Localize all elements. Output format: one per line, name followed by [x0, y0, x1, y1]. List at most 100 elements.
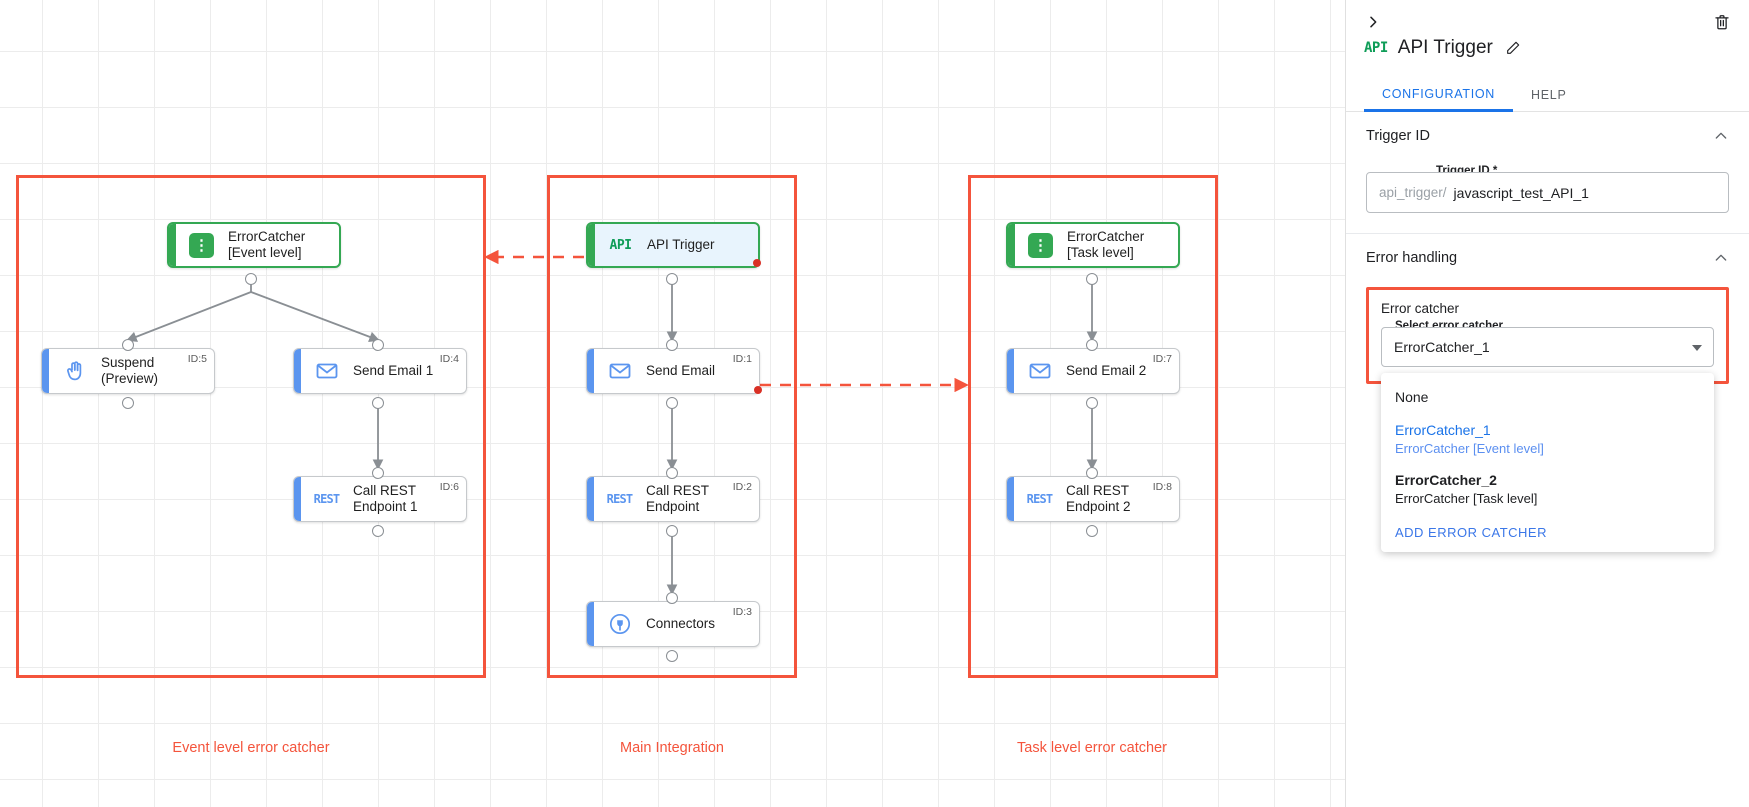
node-id-tag: ID:3	[732, 606, 752, 618]
node-port-in[interactable]	[666, 339, 678, 351]
node-port-out[interactable]	[666, 273, 678, 285]
section-trigger-id-header[interactable]: Trigger ID	[1366, 112, 1729, 160]
node-accent-bar	[588, 224, 595, 266]
section-trigger-id: Trigger ID Trigger ID * api_trigger/ jav…	[1346, 112, 1749, 234]
node-label: Call REST Endpoint	[646, 483, 710, 514]
node-accent-bar	[1008, 224, 1015, 266]
node-accent-bar	[1007, 477, 1014, 521]
trigger-id-value: javascript_test_API_1	[1453, 184, 1589, 201]
node-accent-bar	[587, 602, 594, 646]
node-errorcatcher-event-level[interactable]: ⋮ ErrorCatcher [Event level]	[167, 222, 341, 268]
tab-configuration[interactable]: CONFIGURATION	[1364, 78, 1514, 112]
error-catcher-icon: ⋮	[1027, 232, 1054, 259]
node-label: Call REST Endpoint 2	[1066, 483, 1131, 514]
trigger-id-prefix: api_trigger/	[1379, 185, 1447, 200]
trigger-id-input[interactable]: api_trigger/ javascript_test_API_1	[1366, 172, 1729, 213]
node-send-email-1[interactable]: Send Email 1 ID:4	[293, 348, 467, 394]
node-send-email-2[interactable]: Send Email 2 ID:7	[1006, 348, 1180, 394]
node-port-out[interactable]	[1086, 397, 1098, 409]
node-id-tag: ID:1	[732, 353, 752, 365]
node-id-tag: ID:5	[187, 353, 207, 365]
pencil-icon[interactable]	[1503, 38, 1523, 58]
rest-icon: REST	[313, 492, 340, 506]
node-port-in[interactable]	[372, 339, 384, 351]
node-accent-bar	[42, 349, 49, 393]
node-call-rest-endpoint-2[interactable]: REST Call REST Endpoint 2 ID:8	[1006, 476, 1180, 522]
node-accent-bar	[294, 349, 301, 393]
node-port-out[interactable]	[245, 273, 257, 285]
envelope-icon	[606, 358, 633, 385]
group-frame-main-integration	[547, 175, 797, 678]
rest-icon: REST	[1026, 492, 1053, 506]
node-id-tag: ID:2	[732, 481, 752, 493]
node-port-out[interactable]	[666, 525, 678, 537]
node-label: Call REST Endpoint 1	[353, 483, 418, 514]
trigger-id-field-wrap: Trigger ID * api_trigger/ javascript_tes…	[1366, 165, 1729, 213]
section-error-handling-header[interactable]: Error handling	[1366, 234, 1729, 282]
node-errorcatcher-task-level[interactable]: ⋮ ErrorCatcher [Task level]	[1006, 222, 1180, 268]
node-port-out[interactable]	[1086, 525, 1098, 537]
error-catcher-dropdown-menu: None ErrorCatcher_1 ErrorCatcher [Event …	[1381, 373, 1714, 552]
node-port-out[interactable]	[122, 397, 134, 409]
node-port-out[interactable]	[1086, 273, 1098, 285]
error-catcher-selected-value: ErrorCatcher_1	[1394, 339, 1490, 355]
node-id-tag: ID:6	[439, 481, 459, 493]
group-frame-event-level	[16, 175, 486, 678]
node-label: ErrorCatcher [Event level]	[228, 229, 306, 260]
add-error-catcher-button[interactable]: ADD ERROR CATCHER	[1395, 524, 1547, 540]
error-catcher-title: Error catcher	[1381, 301, 1460, 316]
menu-item-none[interactable]: None	[1381, 381, 1714, 414]
node-port-out[interactable]	[666, 397, 678, 409]
chevron-up-icon[interactable]	[1713, 128, 1729, 144]
node-port-out[interactable]	[666, 650, 678, 662]
node-port-in[interactable]	[1086, 339, 1098, 351]
node-port-out[interactable]	[372, 397, 384, 409]
node-port-in[interactable]	[122, 339, 134, 351]
node-suspend-preview[interactable]: Suspend (Preview) ID:5	[41, 348, 215, 394]
tab-help[interactable]: HELP	[1513, 78, 1584, 112]
group-label-main-integration: Main Integration	[620, 740, 724, 756]
workflow-canvas[interactable]: Event level error catcher Main Integrati…	[0, 0, 1345, 807]
node-send-email[interactable]: Send Email ID:1	[586, 348, 762, 394]
node-api-trigger[interactable]: API API Trigger	[586, 222, 761, 268]
node-port-in[interactable]	[372, 467, 384, 479]
chevron-up-icon[interactable]	[1713, 250, 1729, 266]
group-frame-task-level	[968, 175, 1218, 678]
node-call-rest-endpoint-1[interactable]: REST Call REST Endpoint 1 ID:6	[293, 476, 467, 522]
menu-item-sublabel: ErrorCatcher [Event level]	[1395, 440, 1544, 456]
node-label: API Trigger	[647, 237, 715, 253]
group-label-task-level: Task level error catcher	[1017, 740, 1167, 756]
node-error-indicator	[753, 259, 761, 267]
node-call-rest-endpoint[interactable]: REST Call REST Endpoint ID:2	[586, 476, 760, 522]
node-accent-bar	[169, 224, 176, 266]
node-port-in[interactable]	[666, 592, 678, 604]
node-port-out[interactable]	[372, 525, 384, 537]
api-icon: API	[609, 237, 632, 253]
trash-icon[interactable]	[1709, 9, 1735, 35]
caret-down-icon[interactable]	[1692, 345, 1702, 351]
node-accent-bar	[1007, 349, 1014, 393]
chevron-right-icon[interactable]	[1359, 8, 1387, 36]
section-title: Trigger ID	[1366, 128, 1430, 144]
node-label: Send Email	[646, 363, 716, 379]
error-catcher-box: Error catcher Select error catcher Error…	[1366, 287, 1729, 552]
node-port-in[interactable]	[1086, 467, 1098, 479]
error-catcher-select-wrap: Select error catcher ErrorCatcher_1 None…	[1381, 320, 1714, 552]
node-accent-bar	[294, 477, 301, 521]
node-id-tag: ID:7	[1152, 353, 1172, 365]
node-connectors[interactable]: Connectors ID:3	[586, 601, 760, 647]
menu-item-errorcatcher-1[interactable]: ErrorCatcher_1 ErrorCatcher [Event level…	[1381, 414, 1714, 464]
node-id-tag: ID:4	[439, 353, 459, 365]
node-id-tag: ID:8	[1152, 481, 1172, 493]
node-accent-bar	[587, 477, 594, 521]
error-catcher-icon: ⋮	[188, 232, 215, 259]
panel-title-row: API API Trigger	[1364, 37, 1523, 59]
node-port-in[interactable]	[666, 467, 678, 479]
menu-item-label: ErrorCatcher_1	[1395, 421, 1491, 438]
menu-item-sublabel: ErrorCatcher [Task level]	[1395, 491, 1538, 507]
error-catcher-select[interactable]: ErrorCatcher_1	[1381, 327, 1714, 367]
envelope-icon	[313, 358, 340, 385]
menu-item-errorcatcher-2[interactable]: ErrorCatcher_2 ErrorCatcher [Task level]	[1381, 464, 1714, 514]
node-label: Send Email 1	[353, 363, 434, 379]
